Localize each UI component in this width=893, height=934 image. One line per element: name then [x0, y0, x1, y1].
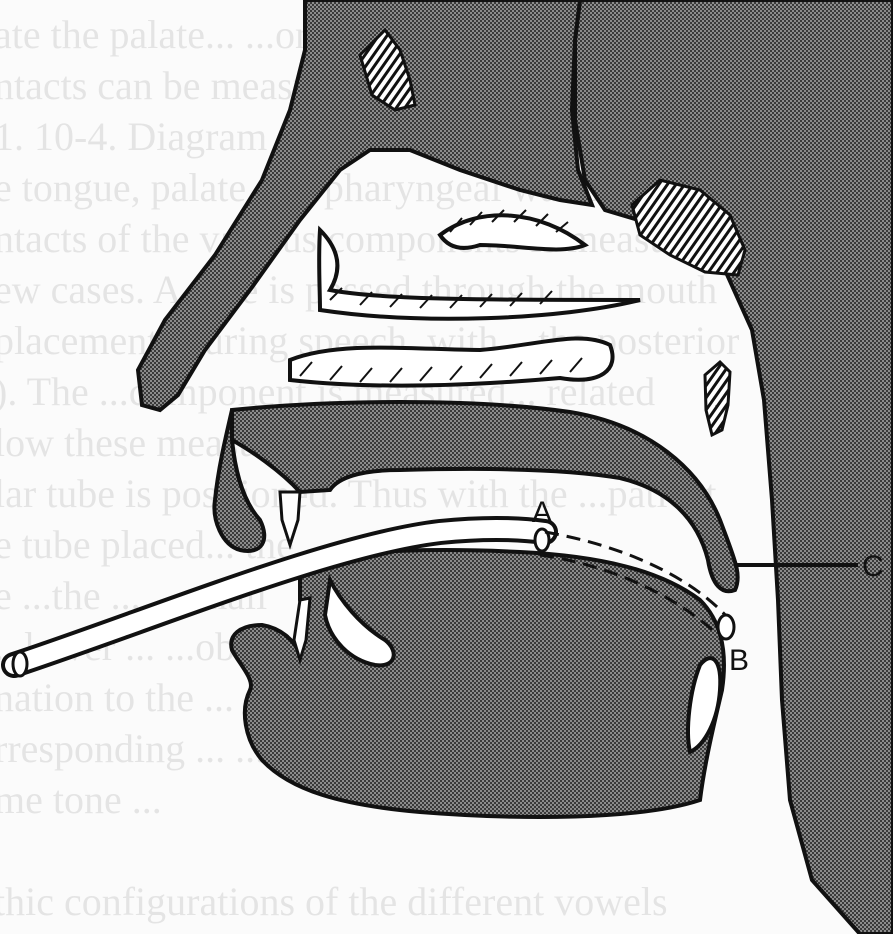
label-b: B: [729, 644, 749, 677]
tube-end-left: [13, 652, 27, 676]
nasal-turbinates: [290, 215, 640, 385]
label-a: A: [532, 496, 552, 529]
adenoid-hatch: [705, 362, 730, 435]
label-c: C: [862, 550, 884, 583]
tube-end-b: [718, 615, 734, 639]
upper-teeth: [280, 492, 300, 545]
